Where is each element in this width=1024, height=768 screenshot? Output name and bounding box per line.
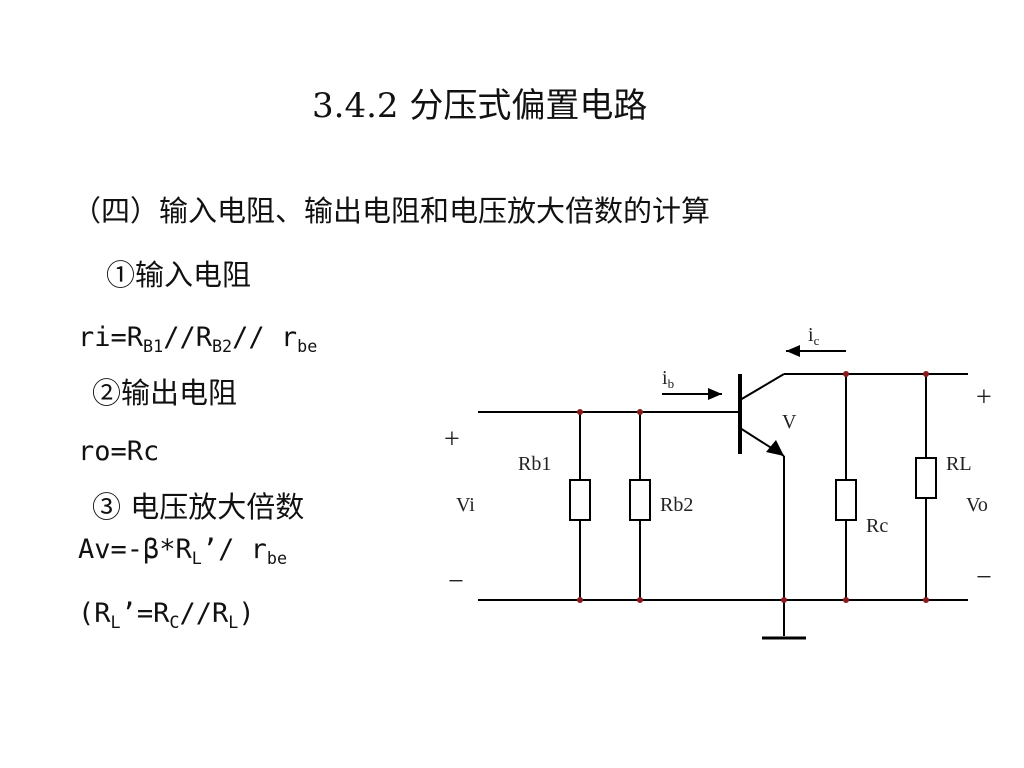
vo-label: Vo (966, 494, 988, 516)
ic-arrow-icon (786, 345, 800, 357)
input-plus-label: + (444, 424, 460, 455)
section-heading: （四）输入电阻、输出电阻和电压放大倍数的计算 (72, 194, 711, 228)
output-plus-label: + (976, 382, 992, 413)
formula-av: Av=-β*RL’/ rbe (78, 534, 288, 568)
circuit-wires (478, 350, 968, 640)
transistor-label: V (782, 411, 797, 433)
circuit-nodes (577, 371, 929, 603)
ib-arrow-icon (708, 388, 722, 400)
rb2-resistor (629, 479, 651, 521)
formula-ri: ri=RB1//RB2// rbe (78, 322, 318, 356)
rb1-label: Rb1 (518, 453, 551, 475)
rl-resistor (915, 457, 937, 499)
vi-label: Vi (456, 494, 475, 516)
rc-resistor (835, 479, 857, 521)
rb2-label: Rb2 (660, 494, 693, 516)
rb1-resistor (569, 479, 591, 521)
ib-label: ib (662, 367, 674, 391)
rc-label: Rc (866, 515, 888, 537)
item-output-resistance: ②输出电阻 (92, 376, 238, 410)
item-voltage-gain: ③ 电压放大倍数 (92, 490, 305, 524)
emitter-arrow-icon (766, 440, 784, 456)
page-title: 3.4.2 分压式偏置电路 (312, 86, 648, 126)
rl-label: RL (946, 453, 972, 475)
arrow-heads (708, 345, 800, 456)
item-input-resistance: ①输入电阻 (106, 258, 252, 292)
input-minus-label: − (448, 566, 464, 597)
formula-rl-equivalent: (RL’=RC//RL) (78, 598, 255, 632)
output-minus-label: − (976, 562, 992, 593)
formula-ro: ro=Rc (78, 436, 160, 467)
ic-label: ic (808, 324, 820, 348)
